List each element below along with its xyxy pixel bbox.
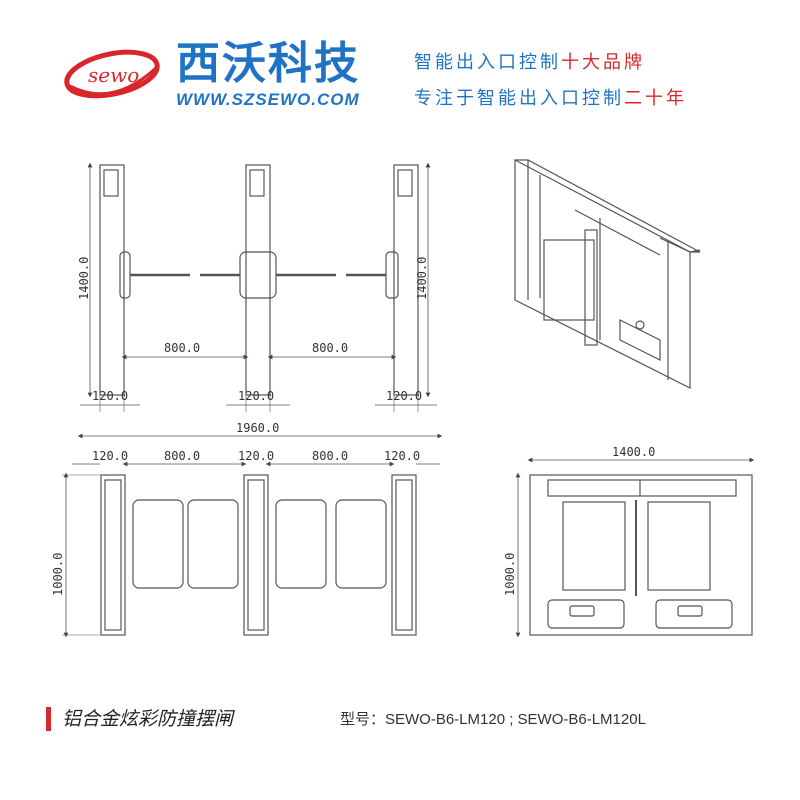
dim-post-120-middle: 120.0	[238, 389, 274, 403]
caption-accent-bar	[46, 707, 51, 731]
caption: 铝合金炫彩防撞摆闸 型号：SEWO-B6-LM120 ; SEWO-B6-LM1…	[40, 702, 780, 732]
side-view	[515, 457, 755, 638]
dim-width-1400: 1400.0	[612, 445, 655, 459]
slogan-1-red: 十大品牌	[561, 52, 645, 73]
right-post	[393, 164, 419, 396]
slogan-line-2: 专注于智能出入口控制二十年	[414, 88, 687, 110]
leaf-4	[335, 499, 387, 589]
side-reader-right	[655, 599, 733, 629]
leaf-2	[187, 499, 239, 589]
dim-total-1960: 1960.0	[236, 421, 279, 435]
product-title: 铝合金炫彩防撞摆闸	[62, 708, 234, 730]
plan-right-post	[391, 474, 417, 636]
logo-mark-text: sewo	[88, 63, 139, 87]
middle-post-arm-hub	[239, 251, 277, 299]
side-reader-left	[547, 599, 625, 629]
brand-url[interactable]: WWW.SZSEWO.COM	[176, 90, 360, 109]
leaf-3	[275, 499, 327, 589]
left-post	[99, 164, 125, 396]
technical-drawing: 1400.0 1400.0 800.0 800.0 120.0 120.0 12…	[51, 159, 755, 638]
iso-glass-panel	[543, 239, 595, 321]
slogan-2-red: 二十年	[624, 88, 687, 109]
dim-height-1400-right: 1400.0	[415, 257, 429, 300]
dim-plan-800-right: 800.0	[312, 449, 348, 463]
dim-post-120-right: 120.0	[386, 389, 422, 403]
dim-plan-120-left: 120.0	[92, 449, 128, 463]
header: sewo 西沃科技 WWW.SZSEWO.COM 智能出入口控制十大品牌 专注于…	[0, 0, 800, 130]
middle-post	[245, 164, 271, 396]
dim-height-1400-left: 1400.0	[77, 257, 91, 300]
sewo-logo-icon: sewo	[64, 49, 160, 99]
dim-plan-800-left: 800.0	[164, 449, 200, 463]
slogan-2-blue: 专注于智能出入口控制	[414, 88, 624, 109]
side-outer-frame	[529, 474, 753, 636]
plan-view	[62, 433, 443, 638]
slogan-line-1: 智能出入口控制十大品牌	[414, 52, 645, 74]
left-post-arm-hub	[119, 251, 131, 299]
dim-plan-120-middle: 120.0	[238, 449, 274, 463]
model-numbers: 型号：SEWO-B6-LM120 ; SEWO-B6-LM120L	[340, 711, 646, 728]
dim-post-120-left: 120.0	[92, 389, 128, 403]
dim-height-1000-plan: 1000.0	[51, 553, 65, 596]
isometric-view	[514, 159, 701, 389]
dim-gap-800-right: 800.0	[312, 341, 348, 355]
dim-gap-800-left: 800.0	[164, 341, 200, 355]
side-glass-left	[562, 501, 626, 591]
leaf-1	[132, 499, 184, 589]
dim-plan-120-right: 120.0	[384, 449, 420, 463]
dim-height-1000-side: 1000.0	[503, 553, 517, 596]
front-elevation-view	[80, 162, 437, 412]
right-post-arm-hub	[385, 251, 399, 299]
brand-name: 西沃科技	[176, 38, 360, 89]
slogan-1-blue: 智能出入口控制	[414, 52, 561, 73]
side-glass-right	[647, 501, 711, 591]
plan-middle-post	[243, 474, 269, 636]
plan-left-post	[100, 474, 126, 636]
